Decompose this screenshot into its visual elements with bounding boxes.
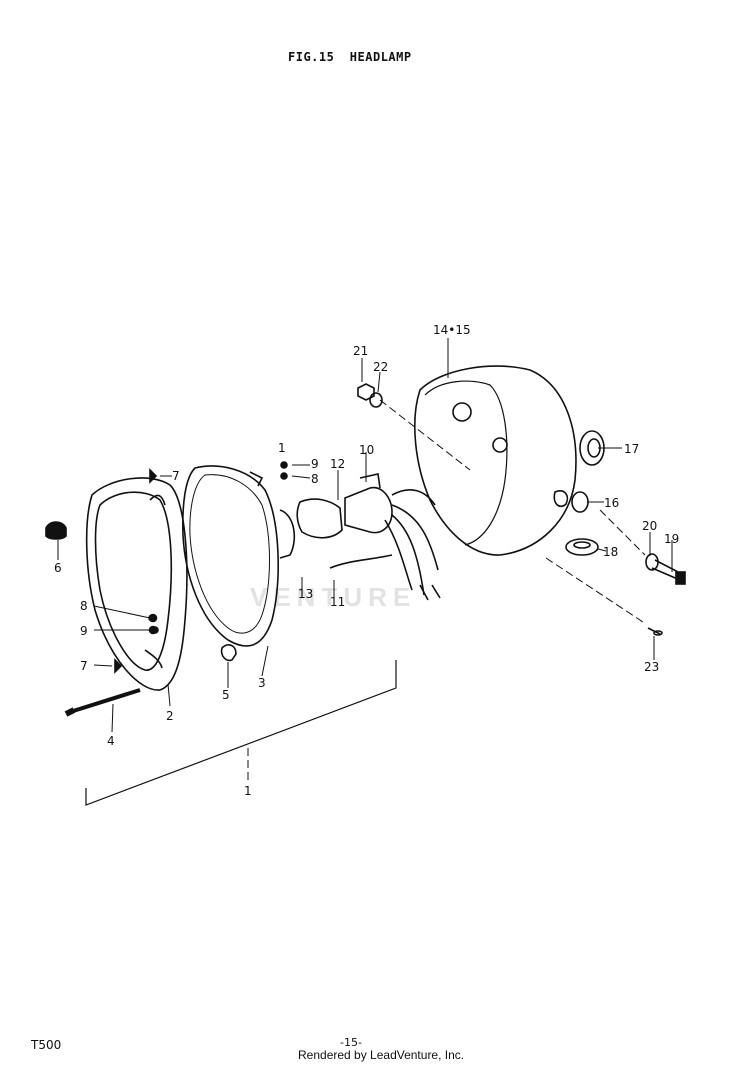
page-number: -15- bbox=[340, 1036, 362, 1049]
callout-22: 22 bbox=[373, 360, 388, 374]
callout-18: 18 bbox=[603, 545, 618, 559]
callout-6: 6 bbox=[54, 561, 62, 575]
rendered-by-credit: Rendered by LeadVenture, Inc. bbox=[298, 1048, 465, 1062]
callout-5: 5 bbox=[222, 688, 230, 702]
callout-7-top: 7 bbox=[172, 469, 180, 483]
screw-5 bbox=[220, 644, 237, 662]
model-label: T500 bbox=[31, 1038, 62, 1052]
rubber-cap-6 bbox=[45, 521, 67, 540]
callout-7-bottom: 7 bbox=[80, 659, 88, 673]
headlamp-housing bbox=[414, 365, 577, 556]
callout-12: 12 bbox=[330, 457, 345, 471]
callout-8-left: 8 bbox=[80, 599, 88, 613]
grommet-18 bbox=[565, 538, 599, 556]
bolt-19-washer-20 bbox=[645, 553, 686, 585]
parts-8-9 bbox=[148, 461, 288, 635]
callout-2: 2 bbox=[166, 709, 174, 723]
callout-13: 13 bbox=[298, 587, 313, 601]
wiring-harness bbox=[329, 504, 441, 601]
grommet-16 bbox=[571, 491, 589, 513]
callout-14-15: 14•15 bbox=[433, 323, 471, 337]
callout-9-top: 9 bbox=[311, 457, 319, 471]
callout-1-bottom: 1 bbox=[244, 784, 252, 798]
callout-19: 19 bbox=[664, 532, 679, 546]
screw-23 bbox=[647, 627, 663, 636]
callout-21: 21 bbox=[353, 344, 368, 358]
callout-10: 10 bbox=[359, 443, 374, 457]
figure-title: FIG.15 HEADLAMP bbox=[288, 50, 412, 64]
callout-23: 23 bbox=[644, 660, 659, 674]
callout-11: 11 bbox=[330, 595, 345, 609]
callout-labels: 14•15 21 22 10 12 1 9 8 7 17 16 20 19 18… bbox=[54, 323, 679, 798]
callout-20: 20 bbox=[642, 519, 657, 533]
callout-9-left: 9 bbox=[80, 624, 88, 638]
callout-4: 4 bbox=[107, 734, 115, 748]
callout-8-top: 8 bbox=[311, 472, 319, 486]
callout-3: 3 bbox=[258, 676, 266, 690]
screw-7 bbox=[114, 468, 158, 674]
bulb-and-socket bbox=[296, 473, 436, 539]
assembly-bracket bbox=[85, 660, 397, 806]
callout-1-top: 1 bbox=[278, 441, 286, 455]
callout-16: 16 bbox=[604, 496, 619, 510]
nut-21-washer-22 bbox=[357, 383, 383, 408]
callout-17: 17 bbox=[624, 442, 639, 456]
leader-lines bbox=[57, 338, 673, 733]
adjusting-screw-4 bbox=[64, 688, 141, 717]
headlamp-rim bbox=[85, 477, 188, 691]
sealed-beam-unit bbox=[182, 465, 296, 647]
